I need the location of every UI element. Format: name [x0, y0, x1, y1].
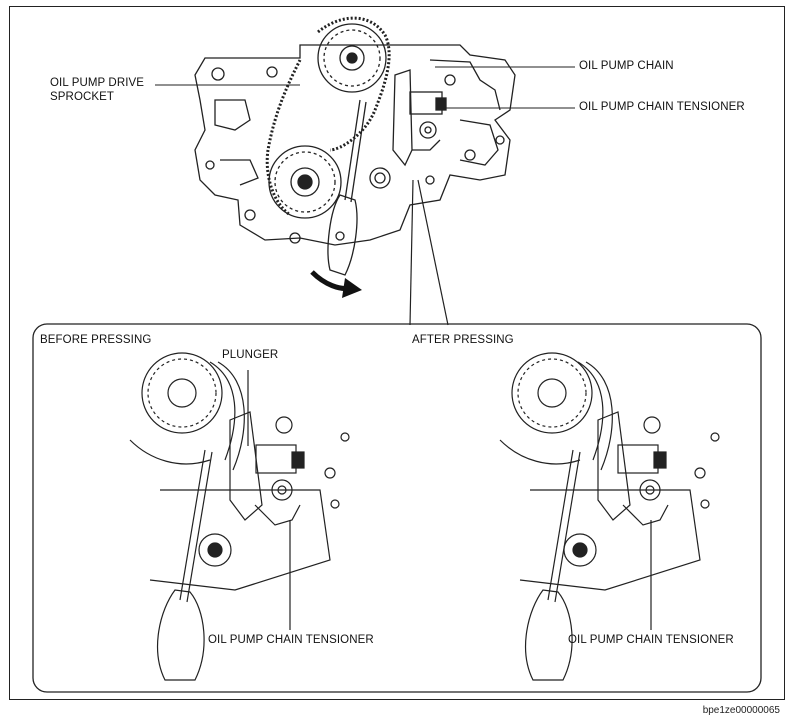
label-oil-pump-drive-sprocket-line1: OIL PUMP DRIVE — [50, 77, 145, 89]
upper-sprocket — [317, 23, 387, 93]
label-before-pressing: BEFORE PRESSING — [40, 334, 152, 346]
oil-pump-chain — [265, 16, 391, 217]
oil-pump-chain-tensioner-top — [392, 69, 447, 167]
top-leader-lines — [155, 66, 575, 109]
label-oil-pump-chain: OIL PUMP CHAIN — [579, 60, 674, 72]
label-oil-pump-chain-tensioner-right: OIL PUMP CHAIN TENSIONER — [568, 634, 734, 646]
label-oil-pump-chain-tensioner-top: OIL PUMP CHAIN TENSIONER — [579, 101, 745, 113]
rotation-arrowhead — [342, 278, 362, 298]
label-oil-pump-drive-sprocket-line2: SPROCKET — [50, 91, 115, 103]
oil-pump-drive-sprocket — [268, 145, 391, 219]
screwdriver-top — [327, 99, 367, 276]
before-detail — [129, 352, 350, 681]
figure-frame — [9, 6, 785, 700]
callout-lines — [409, 179, 449, 326]
label-oil-pump-chain-tensioner-left: OIL PUMP CHAIN TENSIONER — [208, 634, 374, 646]
detail-box — [32, 323, 762, 693]
figure-code: bpe1ze00000065 — [702, 705, 780, 716]
after-detail — [499, 352, 720, 681]
label-plunger: PLUNGER — [222, 349, 279, 361]
label-after-pressing: AFTER PRESSING — [412, 334, 514, 346]
engine-block — [194, 44, 516, 246]
